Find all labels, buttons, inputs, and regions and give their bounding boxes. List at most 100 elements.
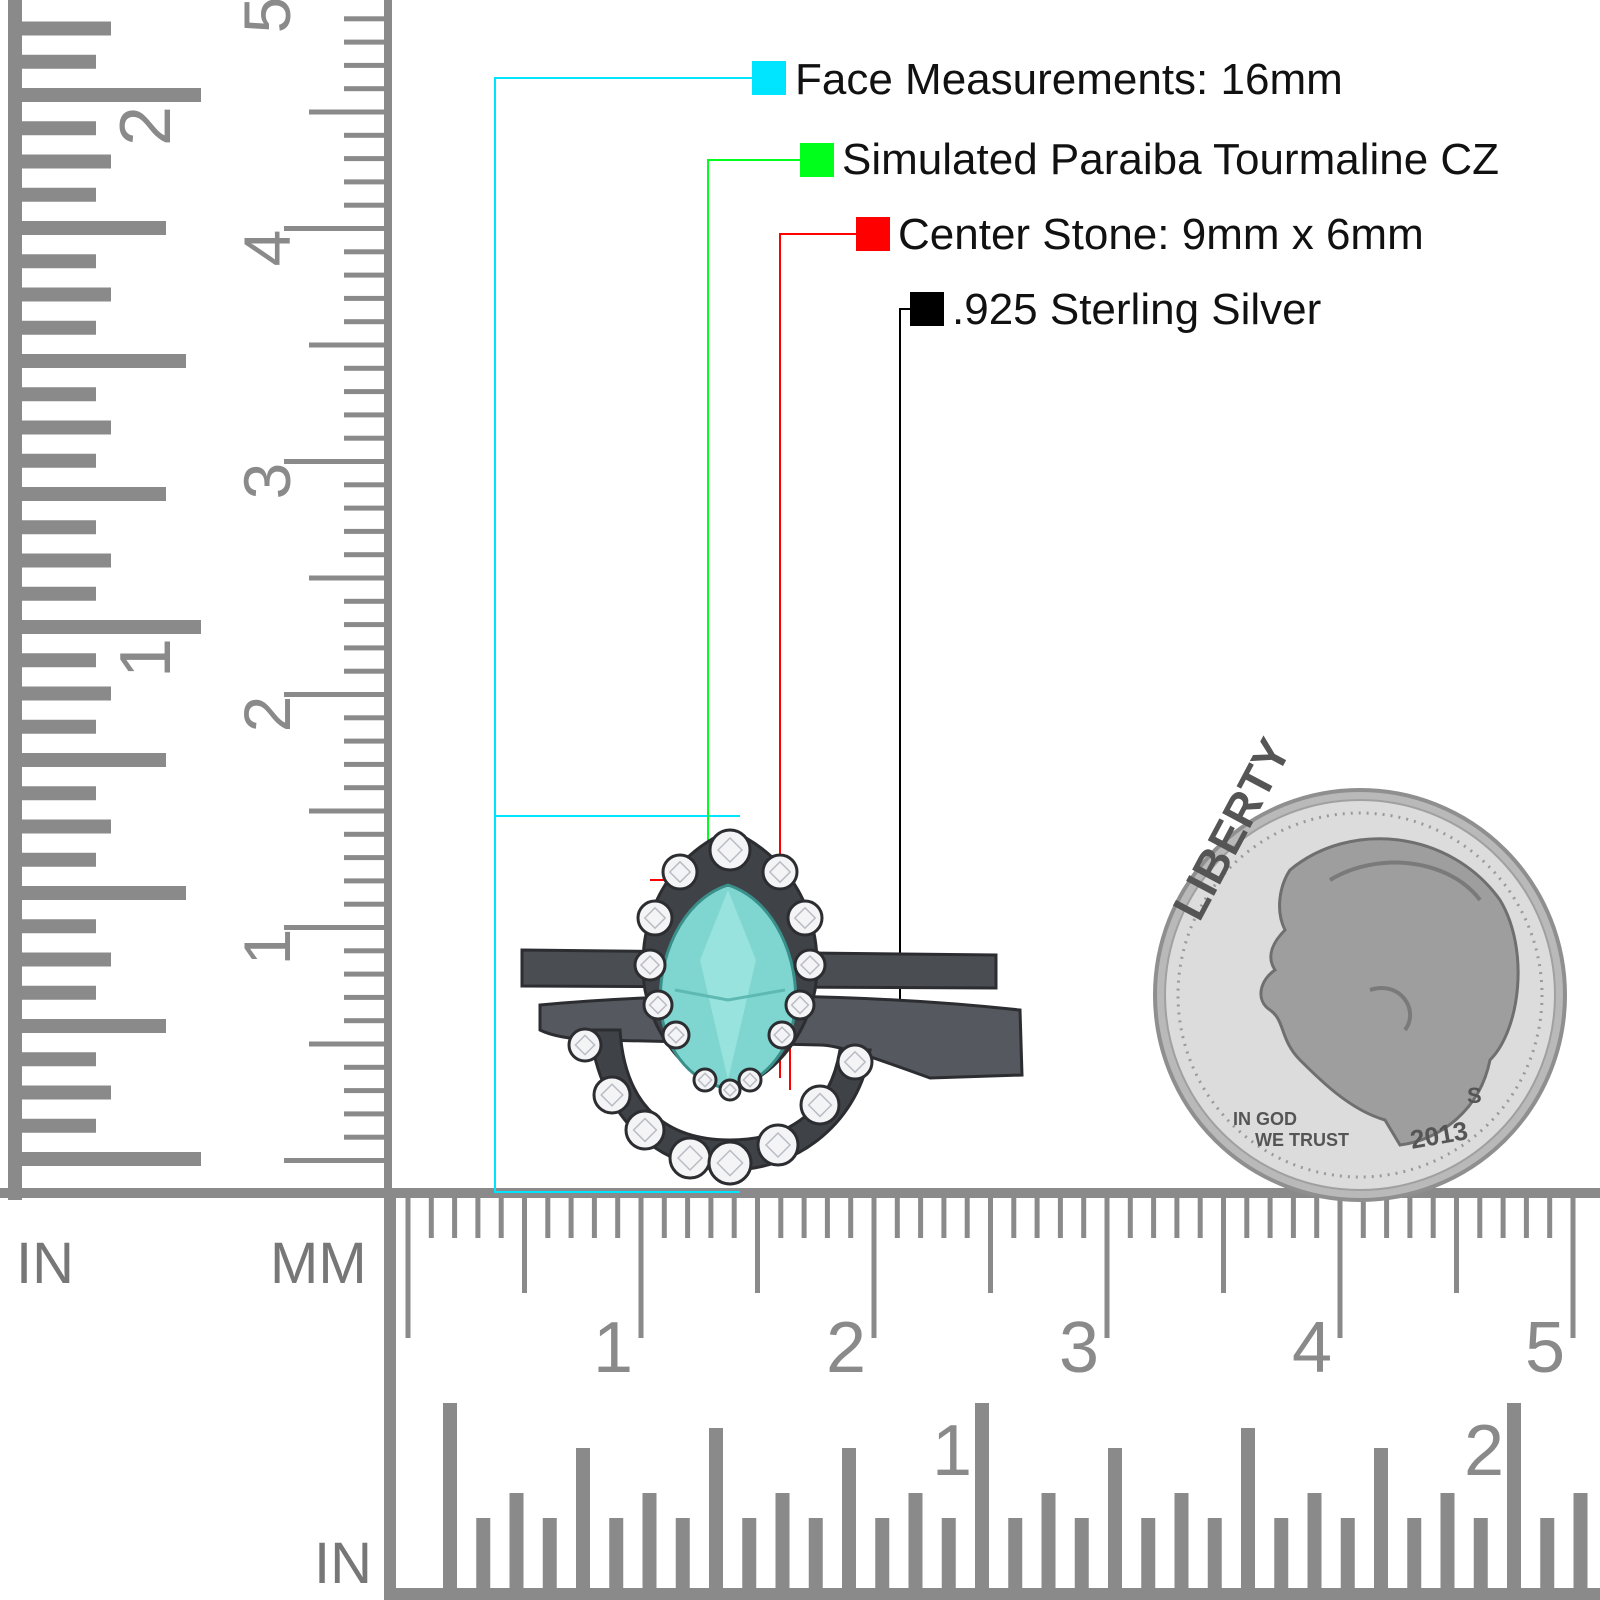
left-inch-tick <box>16 354 186 368</box>
bottom-mm-tick <box>848 1198 854 1238</box>
bottom-inch-tick <box>742 1518 757 1588</box>
halo-stone-facet <box>632 1117 658 1143</box>
bottom-inch-tick <box>1008 1518 1023 1588</box>
halo-stone-facet <box>790 995 810 1015</box>
left-mm-tick <box>344 435 384 441</box>
left-inch-tick <box>16 88 201 102</box>
left-inch-tick <box>16 1085 111 1100</box>
halo-stone <box>624 1109 666 1151</box>
bottom-mm-tick <box>661 1198 667 1238</box>
bottom-cm-label: 4 <box>1292 1308 1332 1388</box>
left-inch-tick <box>16 1118 96 1133</box>
halo-stone <box>784 989 816 1021</box>
bottom-inch-tick <box>808 1518 823 1588</box>
halo-stone-facet <box>716 1149 744 1177</box>
halo-stone-facet <box>648 995 668 1015</box>
coin-motto-line2: WE TRUST <box>1255 1130 1349 1150</box>
bottom-inch-tick <box>509 1493 524 1588</box>
left-mm-tick <box>344 272 384 278</box>
left-inch-tick <box>16 620 201 634</box>
bottom-cm-label: 2 <box>826 1308 866 1388</box>
left-mm-tick <box>344 1018 384 1024</box>
left-mm-tick <box>284 925 384 930</box>
bottom-inch-label: 1 <box>932 1411 972 1491</box>
bottom-mm-tick <box>1151 1198 1157 1238</box>
bottom-inch-tick <box>875 1518 890 1588</box>
bottom-cm-label: 1 <box>593 1308 633 1388</box>
halo-stone <box>708 828 752 872</box>
left-mm-tick <box>344 552 384 558</box>
bottom-mm-tick <box>801 1198 807 1238</box>
left-mm-tick <box>344 482 384 488</box>
bottom-mm-tick <box>1174 1198 1180 1238</box>
halo-stone <box>692 1067 718 1093</box>
halo-stone <box>633 948 667 982</box>
bottom-mm-tick <box>1384 1198 1390 1238</box>
bottom-mm-tick <box>1454 1198 1459 1293</box>
halo-stone-facet <box>600 1083 624 1107</box>
left-cm-label: 3 <box>230 463 304 500</box>
left-mm-tick <box>344 715 384 721</box>
bottom-inch-tick <box>908 1493 923 1588</box>
halo-stone <box>636 899 674 937</box>
halo-stone <box>642 989 674 1021</box>
halo-stone-facet <box>639 954 661 976</box>
left-mm-tick <box>309 109 384 115</box>
left-inch-tick <box>16 786 96 801</box>
dime-coin <box>1153 788 1567 1202</box>
left-mm-tick <box>344 16 384 22</box>
halo-stone-facet <box>716 836 744 864</box>
left-mm-tick <box>309 342 384 348</box>
left-mm-tick <box>344 785 384 791</box>
bottom-mm-tick <box>1407 1198 1413 1238</box>
halo-stone <box>786 899 824 937</box>
halo-stone-facet <box>722 1082 738 1098</box>
bottom-mm-tick <box>1314 1198 1320 1238</box>
bottom-mm-tick <box>1570 1198 1576 1338</box>
bottom-mm-tick <box>824 1198 830 1238</box>
left-inch-tick <box>16 520 96 535</box>
bottom-mm-tick <box>498 1198 504 1238</box>
bottom-mm-tick <box>1290 1198 1296 1238</box>
bottom-mm-tick <box>731 1198 737 1238</box>
halo-stone <box>567 1027 603 1063</box>
left-mm-tick <box>344 528 384 534</box>
bottom-mm-tick <box>1267 1198 1273 1238</box>
bottom-inch-tick <box>576 1448 590 1588</box>
coin-motto-line1: IN GOD <box>1233 1109 1298 1129</box>
bottom-inch-tick <box>609 1518 624 1588</box>
bottom-mm-tick <box>964 1198 970 1238</box>
bottom-inch-tick <box>1507 1403 1521 1588</box>
left-mm-tick <box>309 1041 384 1047</box>
left-inch-label: 2 <box>106 106 186 146</box>
left-mm-tick <box>344 994 384 1000</box>
halo-stone <box>756 1123 800 1167</box>
bottom-mm-tick <box>871 1198 877 1338</box>
left-inch-tick <box>16 1019 166 1033</box>
bottom-inch-tick <box>1473 1518 1488 1588</box>
bottom-mm-tick <box>522 1198 527 1293</box>
left-mm-tick <box>344 86 384 92</box>
bottom-cm-label: 5 <box>1525 1308 1565 1388</box>
bottom-inch-tick <box>1241 1428 1255 1588</box>
halo-stone <box>707 1140 753 1186</box>
halo-stone <box>668 1136 712 1180</box>
left-inch-tick <box>16 453 96 468</box>
halo-stone-facet <box>799 954 821 976</box>
bottom-mm-tick <box>1057 1198 1063 1238</box>
left-mm-tick <box>344 761 384 767</box>
left-inch-tick <box>16 1152 201 1166</box>
left-mm-tick <box>309 808 384 814</box>
bottom-mm-tick <box>405 1198 411 1338</box>
left-mm-tick <box>344 202 384 208</box>
bottom-inch-label: 2 <box>1464 1411 1504 1491</box>
bottom-inch-tick <box>1207 1518 1222 1588</box>
bottom-cm-label: 3 <box>1059 1308 1099 1388</box>
bottom-mm-tick <box>988 1198 993 1293</box>
bottom-inch-tick <box>975 1403 989 1588</box>
left-inch-tick <box>16 819 111 834</box>
left-mm-tick <box>284 1158 384 1163</box>
bottom-mm-tick <box>591 1198 597 1238</box>
left-inch-tick <box>16 553 111 568</box>
